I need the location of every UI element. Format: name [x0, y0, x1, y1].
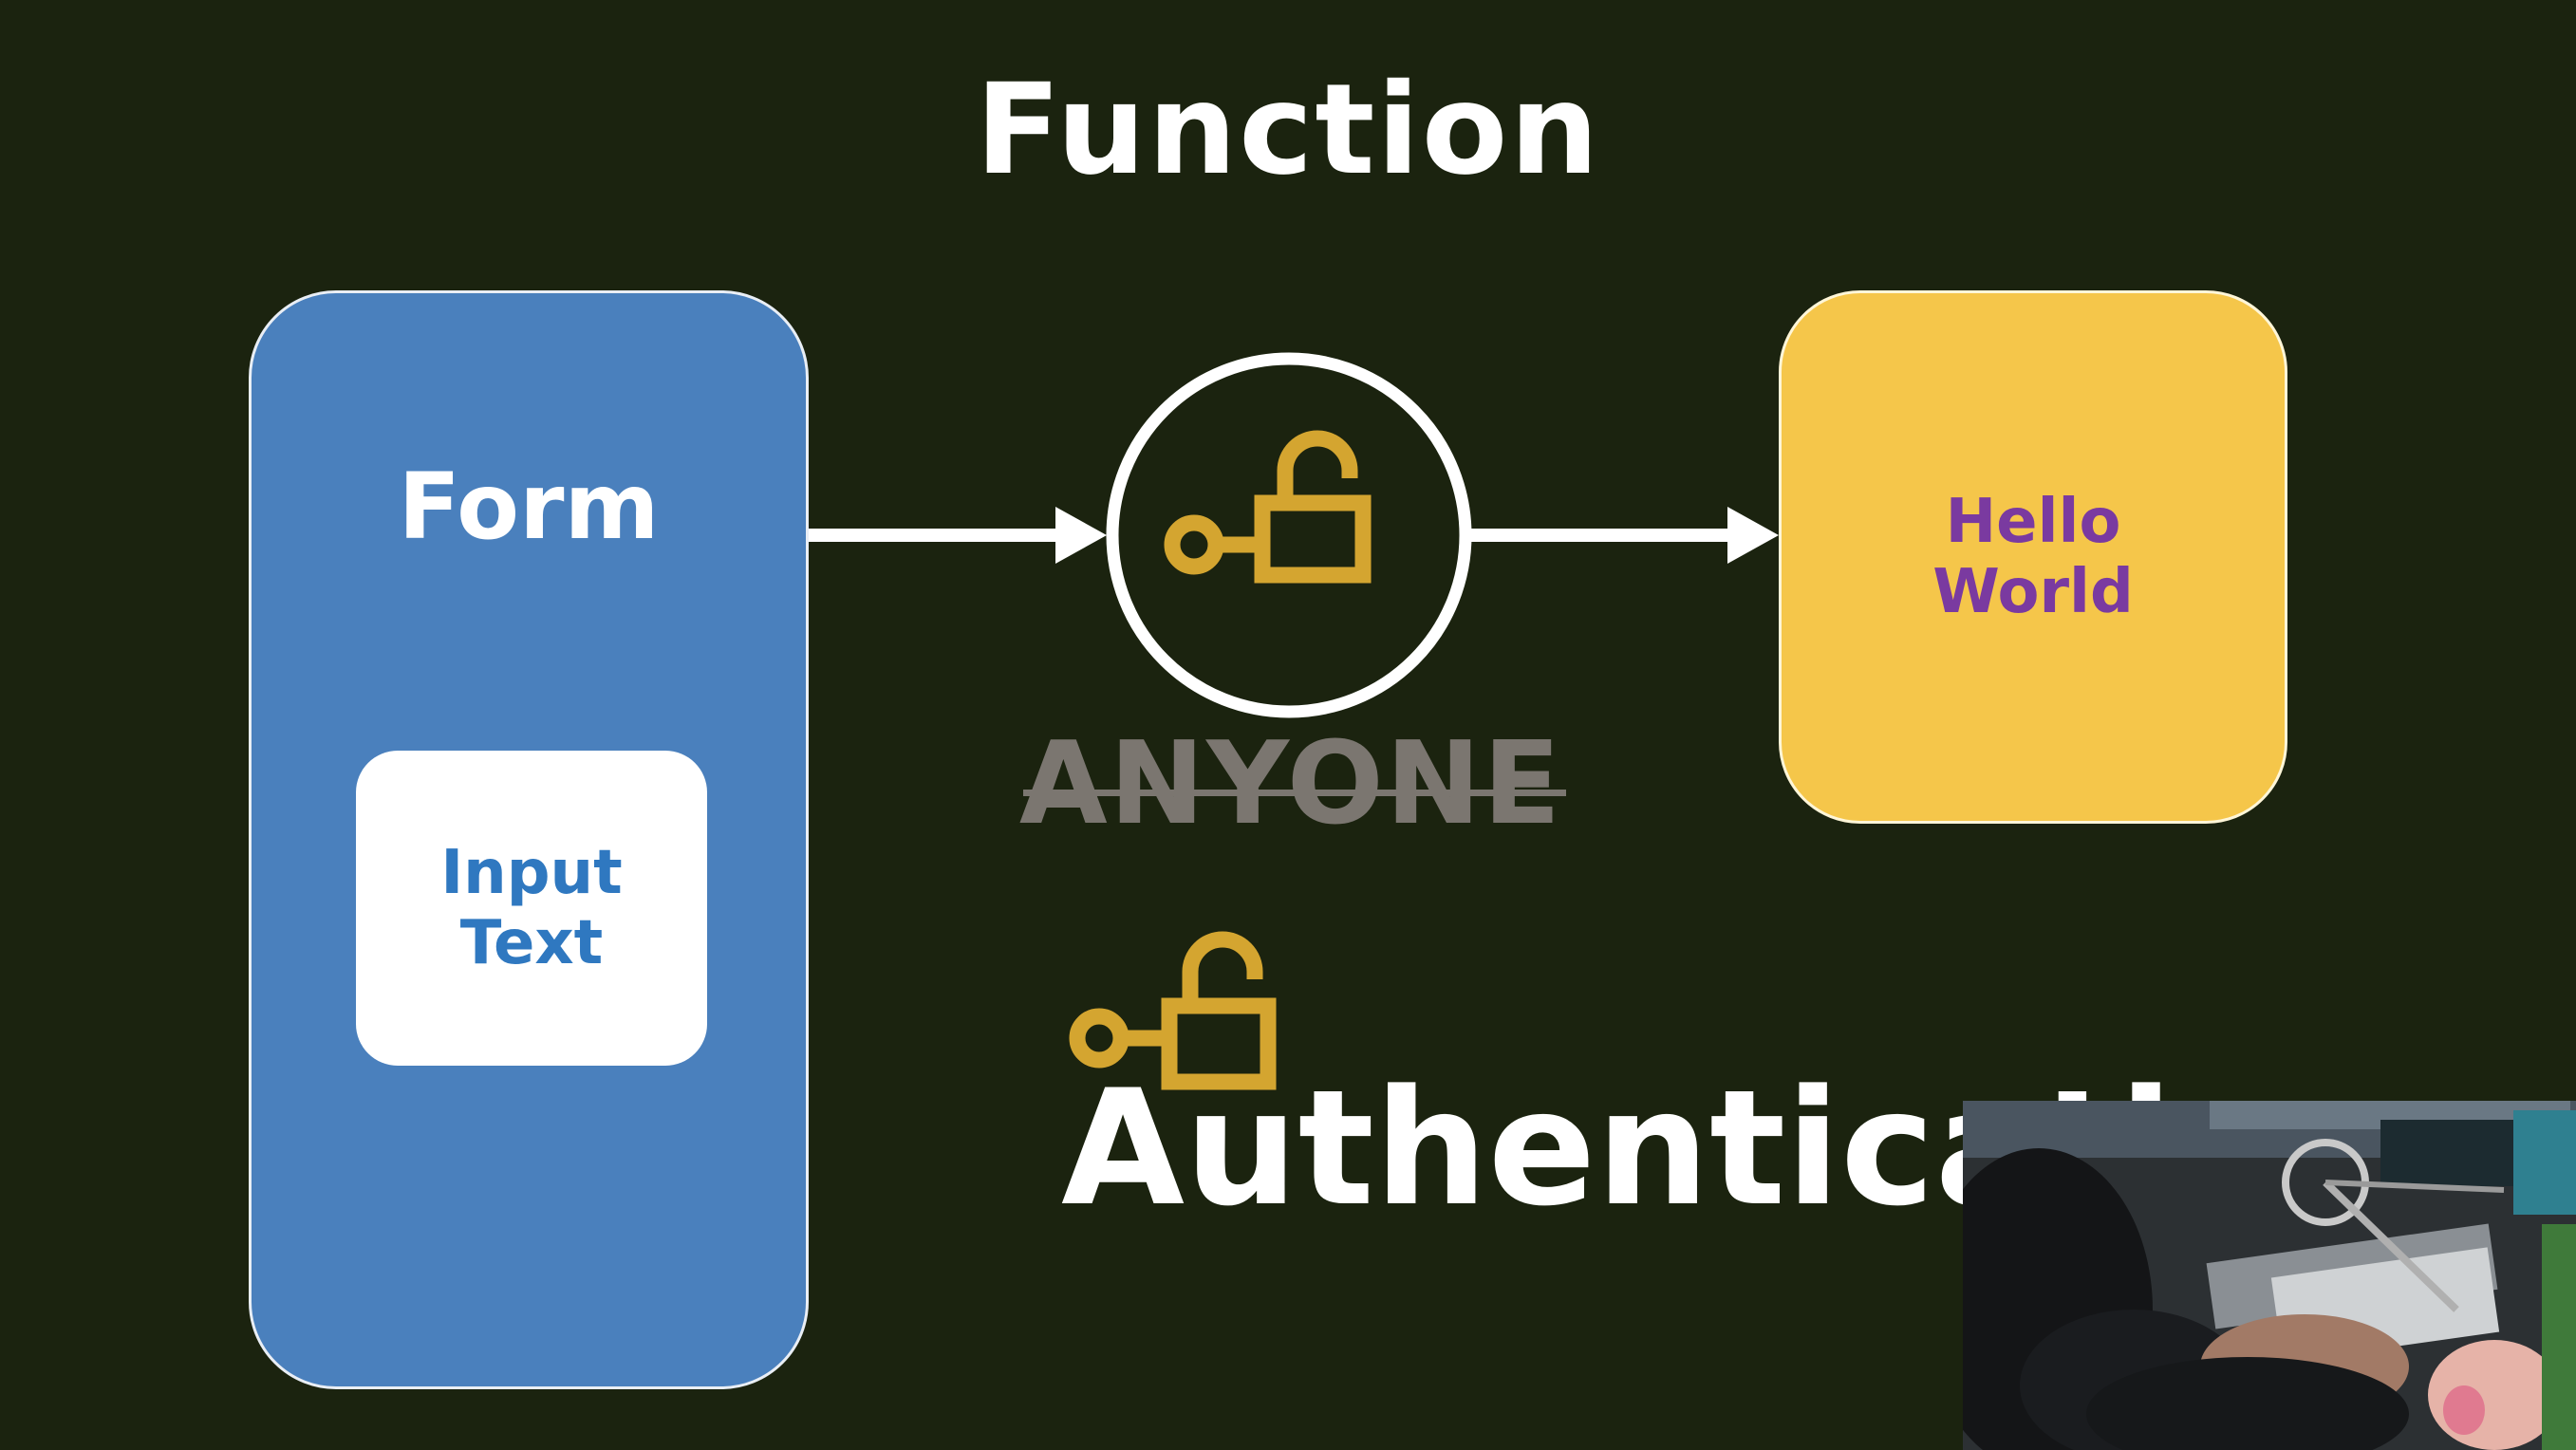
input-text-line2: Text: [459, 908, 604, 978]
unlock-key-icon: [1164, 430, 1372, 584]
function-circle: [1106, 352, 1472, 718]
webcam-overlay: [1963, 1101, 2576, 1450]
output-line1: Hello: [1945, 487, 2121, 557]
anyone-label: ANYONE: [1018, 718, 1563, 850]
arrow-function-to-output: [1469, 507, 1779, 564]
form-box: Form Input Text: [249, 290, 809, 1389]
input-text-line1: Input: [440, 838, 623, 908]
auth-unlock-key-icon: [1069, 931, 1277, 1090]
anyone-strikethrough: [1023, 790, 1566, 796]
input-text-box: Input Text: [356, 751, 707, 1066]
slide-title: Function: [975, 57, 1601, 203]
output-box: Hello World: [1779, 290, 2287, 824]
arrow-form-to-function: [809, 507, 1107, 564]
webcam-scene: [1963, 1101, 2576, 1450]
output-line2: World: [1932, 557, 2134, 627]
form-label: Form: [398, 454, 660, 560]
